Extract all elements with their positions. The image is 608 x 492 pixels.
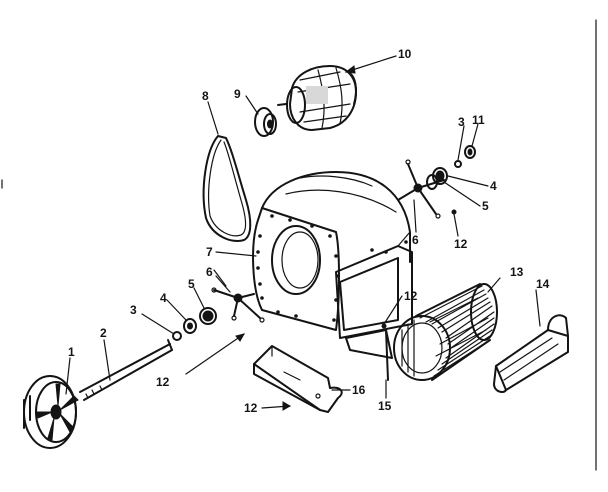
callout-12: 12 <box>454 237 468 251</box>
callout-2: 2 <box>100 326 107 340</box>
base-bracket-part <box>253 345 343 413</box>
callout-14: 14 <box>536 277 550 291</box>
callout-16: 16 <box>352 383 366 397</box>
callout-5: 5 <box>482 199 489 213</box>
callout-15: 15 <box>378 399 392 413</box>
callout-labels: 1 2 3 3 4 4 5 5 6 6 7 8 9 10 11 12 12 12… <box>68 47 550 415</box>
motor-pulley-part <box>254 107 277 137</box>
callout-12: 12 <box>404 289 418 303</box>
callout-4: 4 <box>160 291 167 305</box>
set-screw-part <box>464 145 476 159</box>
leader-lines <box>65 55 541 409</box>
callout-3: 3 <box>130 303 137 317</box>
callout-6: 6 <box>412 233 419 247</box>
bearing-left-part <box>199 307 217 325</box>
callout-12: 12 <box>156 375 170 389</box>
callout-8: 8 <box>202 89 209 103</box>
set-collar-left-part <box>172 331 182 341</box>
callout-11: 11 <box>472 113 485 127</box>
callout-4: 4 <box>490 179 497 193</box>
blower-pulley-part <box>23 375 79 449</box>
callout-1: 1 <box>68 345 75 359</box>
bearing-bracket-right-part <box>397 159 445 219</box>
callout-10: 10 <box>398 47 412 61</box>
cutoff-plate-part <box>493 314 569 393</box>
bearing-bracket-left-part <box>211 287 265 323</box>
blower-wheel-part <box>393 283 498 381</box>
bearing-right-part <box>432 167 448 185</box>
bearing-ring-right-part <box>426 174 438 190</box>
shaft-part <box>79 339 173 401</box>
bearing-ring-left-part <box>183 318 197 334</box>
blower-housing-part <box>252 171 413 339</box>
set-collar-right-part <box>454 160 462 168</box>
callout-5: 5 <box>188 277 195 291</box>
leader-arrowheads <box>235 65 356 411</box>
support-bracket-part <box>345 329 393 381</box>
callout-6: 6 <box>206 265 213 279</box>
callout-3: 3 <box>458 115 465 129</box>
callout-13: 13 <box>510 265 524 279</box>
callout-12: 12 <box>244 401 258 415</box>
belt-part <box>202 135 252 242</box>
callout-9: 9 <box>234 87 241 101</box>
callout-7: 7 <box>206 245 213 259</box>
motor-part <box>277 65 357 131</box>
